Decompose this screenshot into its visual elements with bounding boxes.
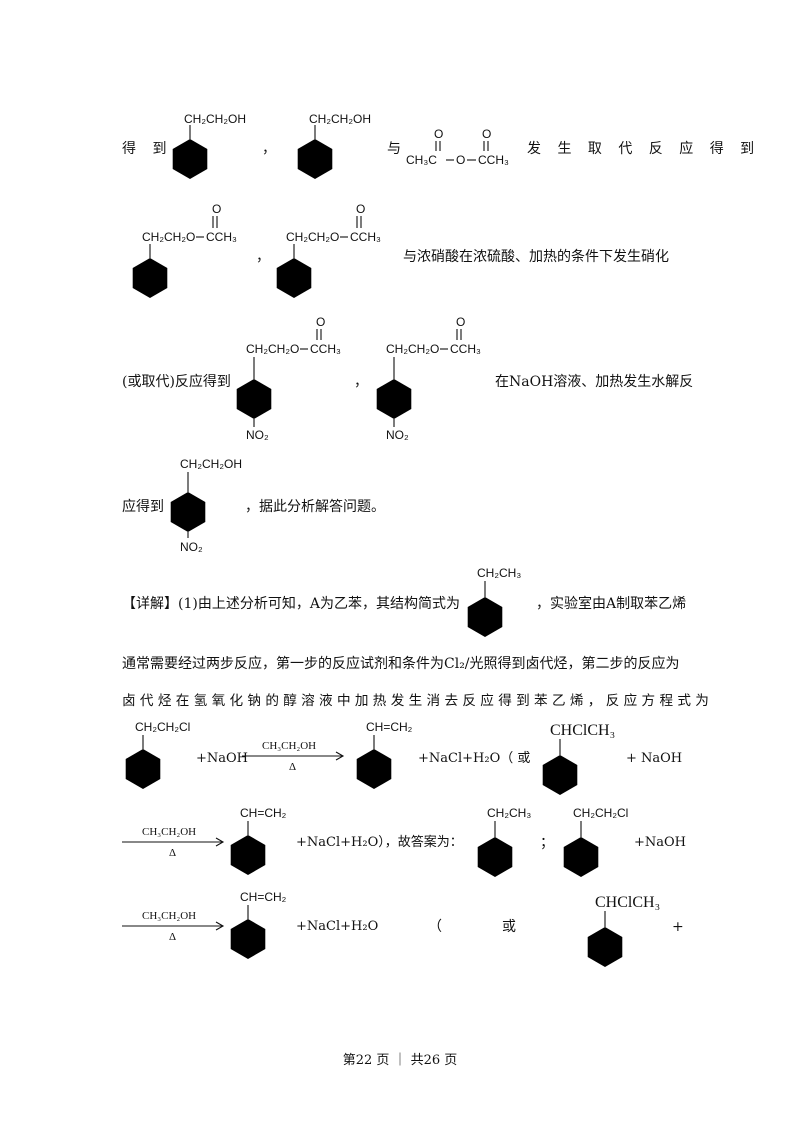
label-cch3: CCH₃ [350,230,381,244]
styrene-structure-1: CH=CH₂ [356,720,413,789]
label-ch2ch2oh: CH₂CH₂OH [180,457,242,471]
label-o-top: O [212,202,221,216]
styrene-structure-2: CH=CH₂ [230,806,287,875]
label-ch2ch3: CH₂CH₃ [487,806,531,820]
label-ch2ch2cl: CH₂CH₂Cl [135,720,190,734]
label-no2: NO₂ [180,540,203,554]
text-open-paren: （ [428,919,442,935]
label-no2: NO₂ [386,428,409,442]
ethylbenzene-answer-structure: CH₂CH₃ [477,806,531,877]
text-reaction-desc: 发 生 取 代 反 应 得 到 [527,141,761,157]
label-chclch3: CHClCH₃ [550,722,615,739]
label-ch2ch2o: CH₂CH₂O [386,342,439,356]
text-comma: ， [256,249,270,265]
label-ch3c: CH₃C [406,153,437,167]
text-nacl-h2o: +NaCl+H₂O [296,919,379,934]
arrow-condition: Δ [169,931,176,943]
chloroethylbenzene-alt-structure-1: CHClCH₃ [542,722,615,795]
text-comma: ， [262,141,276,157]
text-explanation-tail: ，实验室由A制取苯乙烯 [536,596,687,612]
text-plus-naoh-2: + NaOH [626,751,683,766]
label-o-top: O [356,202,365,216]
label-o-top: O [456,315,465,329]
text-or: 或 [502,919,516,935]
label-ch2ch2oh: CH₂CH₂OH [309,112,371,126]
text-substitution: (或取代)反应得到 [122,374,231,390]
arrow-reagent: CH₃CH₂OH [142,910,196,922]
text-yingdedao: 应得到 [122,499,164,515]
acetic-anhydride-structure: CH₃C O O O CCH₃ [406,127,509,167]
text-yu: 与 [387,141,401,157]
label-ch2ch2o: CH₂CH₂O [246,342,299,356]
label-ch2ch2o: CH₂CH₂O [142,230,195,244]
chloroethylbenzene-structure-1: CH₂CH₂Cl [125,720,190,789]
phenylethyl-acetate-structure-2: CH₂CH₂O O CCH₃ [276,202,381,298]
nitro-phenylethanol-structure: CH₂CH₂OH NO₂ [170,457,242,554]
text-plus-naoh: +NaOH [196,751,249,766]
arrow-reagent: CH₃CH₂OH [262,740,316,752]
arrow-reagent: CH₃CH₂OH [142,826,196,838]
reaction-arrow-3: CH₃CH₂OH Δ [122,910,225,943]
label-no2: NO₂ [246,428,269,442]
ethylbenzene-structure: CH₂CH₃ [467,566,521,637]
chloroethylbenzene-structure-2: CH₂CH₂Cl [563,806,628,877]
label-o-top: O [434,127,443,141]
text-two-step: 通常需要经过两步反应，第一步的反应试剂和条件为Cl₂/光照得到卤代烃，第二步的反… [122,656,680,672]
arrow-condition: Δ [289,761,296,773]
reaction-arrow-1: CH₃CH₂OH Δ [242,740,345,773]
text-explanation-head: 【详解】(1)由上述分析可知，A为乙苯，其结构简式为 [122,596,460,612]
label-o-link: O [456,153,465,167]
label-ch2ch2o: CH₂CH₂O [286,230,339,244]
text-hydrolysis-desc: 在NaOH溶液、加热发生水解反 [495,374,694,390]
label-cch3: CCH₃ [478,153,509,167]
label-o-top: O [316,315,325,329]
label-ch2ch2oh: CH₂CH₂OH [184,112,246,126]
arrow-condition: Δ [169,847,176,859]
phenylethanol-structure-1: CH₂CH₂OH [172,112,246,179]
phenylethyl-acetate-structure-1: CH₂CH₂O O CCH₃ [132,202,237,298]
text-comma: ， [354,374,368,390]
text-analysis: ，据此分析解答问题。 [245,499,385,515]
text-semicolon: ； [540,835,554,851]
reaction-arrow-2: CH₃CH₂OH Δ [122,826,225,859]
label-chch2: CH=CH₂ [240,890,287,904]
page-footer: 第22 页 ｜ 共26 页 [342,1053,458,1068]
label-chch2: CH=CH₂ [366,720,413,734]
nitro-phenylethyl-acetate-structure-1: CH₂CH₂O O CCH₃ NO₂ [236,315,341,442]
text-nitration-desc: 与浓硝酸在浓硫酸、加热的条件下发生硝化 [403,249,669,265]
text-answer: +NaCl+H₂O），故答案为： [296,835,463,850]
phenylethanol-structure-2: CH₂CH₂OH [297,112,371,179]
chloroethylbenzene-alt-structure-2: CHClCH₃ [587,894,660,967]
text-nacl-h2o-or: +NaCl+H₂O（ 或 [418,751,531,766]
label-cch3: CCH₃ [450,342,481,356]
label-ch2ch2cl: CH₂CH₂Cl [573,806,628,820]
text-plus-naoh-3: +NaOH [634,835,687,850]
styrene-structure-3: CH=CH₂ [230,890,287,959]
label-chch2: CH=CH₂ [240,806,287,820]
nitro-phenylethyl-acetate-structure-2: CH₂CH₂O O CCH₃ NO₂ [376,315,481,442]
text-de-dao: 得 到 [122,141,173,157]
label-cch3: CCH₃ [206,230,237,244]
label-chclch3: CHClCH₃ [595,894,660,911]
text-elimination: 卤 代 烃 在 氢 氧 化 钠 的 醇 溶 液 中 加 热 发 生 消 去 反 … [122,693,709,709]
text-plus: + [672,919,684,935]
label-o-top: O [482,127,491,141]
label-cch3: CCH₃ [310,342,341,356]
label-ch2ch3: CH₂CH₃ [477,566,521,580]
